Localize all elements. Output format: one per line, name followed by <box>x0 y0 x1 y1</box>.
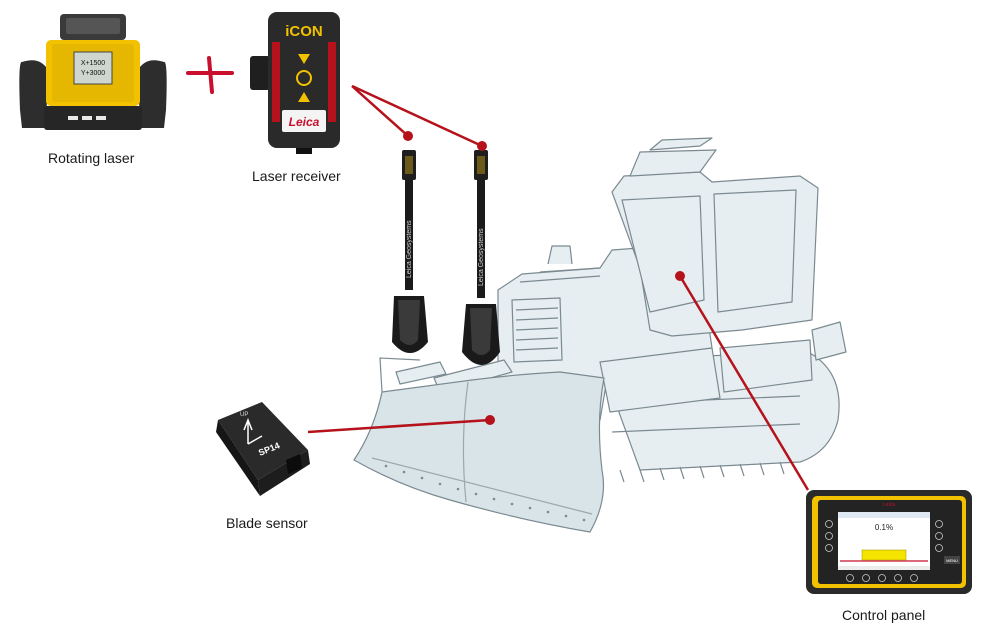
mast-right: Leica Geosystems <box>462 150 500 365</box>
receiver-logo: Leica <box>289 115 320 129</box>
rotating-laser-image: X+1500 Y+3000 <box>19 14 167 130</box>
dot-left-mast <box>403 131 413 141</box>
laser-display-line2: Y+3000 <box>81 70 105 77</box>
panel-value: 0.1% <box>875 523 893 532</box>
mast-left: Leica Geosystems <box>392 150 428 353</box>
panel-menu: MENU <box>946 558 958 563</box>
dot-blade <box>485 415 495 425</box>
dot-right-mast <box>477 141 487 151</box>
mast-right-text: Leica Geosystems <box>478 228 485 286</box>
receiver-brand: iCON <box>285 23 323 40</box>
blade-sensor-label: Blade sensor <box>226 515 308 531</box>
rotating-laser-label: Rotating laser <box>48 150 135 166</box>
panel-logo: Leica <box>883 502 895 508</box>
dot-cab <box>675 271 685 281</box>
connector-dots <box>403 131 685 425</box>
laser-receiver-image: iCON Leica <box>250 12 340 154</box>
sensor-up-text: UP <box>240 412 248 418</box>
laser-receiver-label: Laser receiver <box>252 168 341 184</box>
mast-left-text: Leica Geosystems <box>406 220 413 278</box>
connector-panel-cab <box>678 275 810 491</box>
connectors <box>307 84 810 491</box>
bulldozer-image <box>353 137 847 533</box>
connector-sensor-blade <box>307 418 491 434</box>
connector-receiver-right-mast <box>351 84 483 148</box>
laser-display-line1: X+1500 <box>81 60 105 67</box>
connector-receiver-left-mast <box>351 85 409 137</box>
control-panel-image: Leica 0.1% MENU <box>806 490 972 594</box>
blade-sensor-image: UP SP14 <box>216 402 310 496</box>
control-panel-label: Control panel <box>842 607 926 623</box>
plus-icon <box>186 56 234 94</box>
